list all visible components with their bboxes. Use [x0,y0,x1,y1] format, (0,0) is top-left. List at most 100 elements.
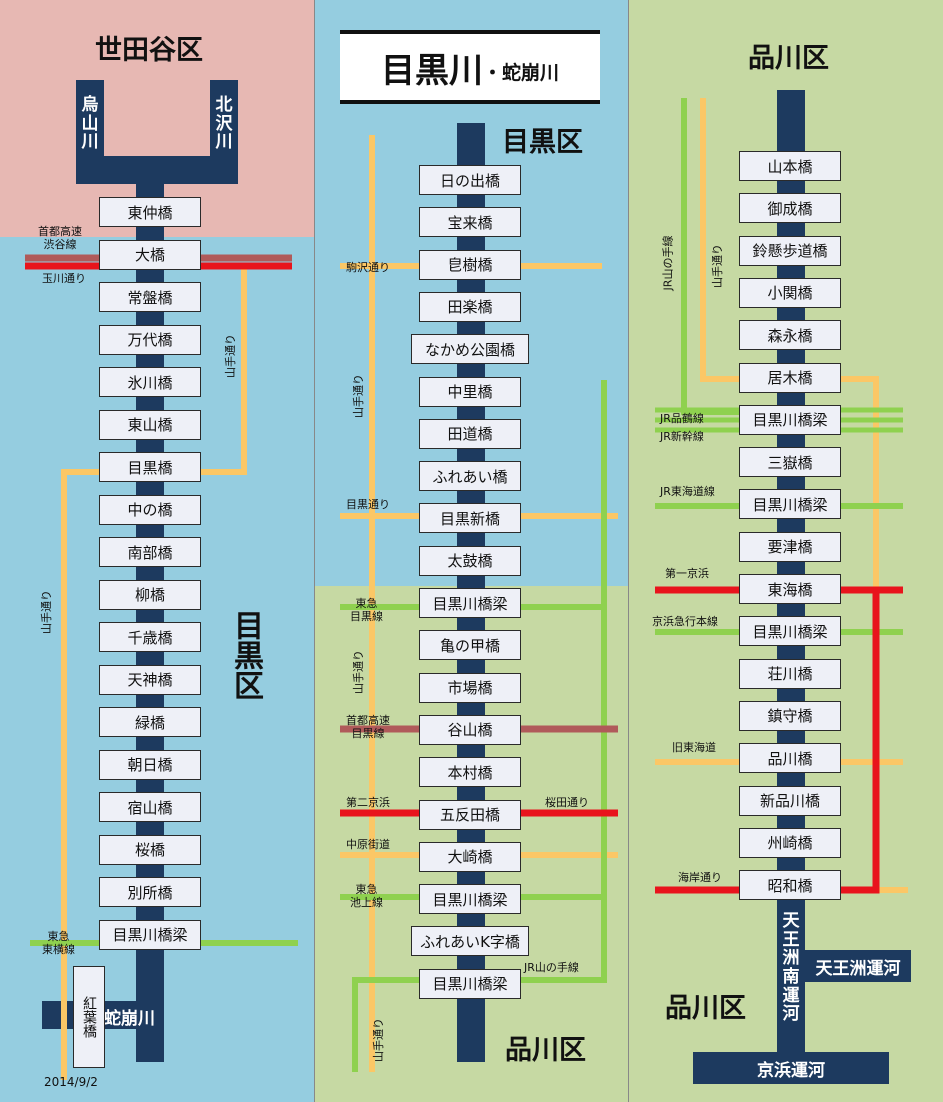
column-divider-1 [314,0,315,1102]
title-main: 目黒川 [380,50,483,91]
bridge-center-7: ふれあい橋 [419,461,521,492]
komazawa-road-label: 駒沢通り [346,261,390,274]
bridge-center-4: なかめ公園橋 [411,334,529,365]
bridge-center-12: 市場橋 [419,672,521,703]
meguro-line-label: 東急目黒線 [350,597,383,623]
jr-yamanote-right-label: JR山の手線 [661,235,675,291]
bridge-center-5: 中里橋 [419,376,521,407]
bridge-center-9: 太鼓橋 [419,545,521,576]
kaigan-road-line [655,590,880,894]
jakuzure-river-label: 蛇崩川 [104,1009,155,1029]
bridge-center-11: 亀の甲橋 [419,630,521,661]
kaigan-road-label: 海岸通り [678,871,722,884]
shuto-shibuya-label: 首都高速渋谷線 [38,225,82,251]
bridge-left-15: 桜橋 [99,834,201,865]
nakahara-road-label: 中原街道 [346,838,390,851]
momiji-bridge-label: 紅葉橋 [81,996,97,1038]
bridge-left-9: 柳橋 [99,579,201,610]
meguro-ward-label-center: 目黒区 [502,127,583,158]
tamagawa-road-label: 玉川通り [42,272,86,285]
bridge-right-1: 御成橋 [739,193,841,224]
bridge-left-8: 南部橋 [99,537,201,567]
title-box: 目黒川 ・蛇崩川 [340,30,600,104]
kyu-tokaido-label: 旧東海道 [672,741,716,754]
yamate-road-center-mid-label: 山手通り [352,650,365,694]
meguro-dori-label: 目黒通り [346,498,390,511]
daiichi-keihin-label: 第一京浜 [665,567,709,580]
bridge-center-2: 皀樹橋 [419,249,521,280]
bridge-center-19: 目黒川橋梁 [419,968,521,999]
jr-hinkaku-label: JR品鶴線 [660,412,704,425]
column-divider-2 [628,0,629,1102]
bridge-left-1: 大橋 [99,239,201,270]
bridge-center-18: ふれあいK字橋 [411,926,529,957]
bridge-left-12: 緑橋 [99,707,201,737]
bridge-center-13: 谷山橋 [419,714,521,745]
jr-shinkansen-label: JR新幹線 [660,430,704,443]
meguro-expressway-label: 首都高速目黒線 [346,714,390,740]
bridge-center-16: 大崎橋 [419,841,521,872]
bridge-left-5: 東山橋 [99,409,201,440]
ikegami-line-label: 東急池上線 [350,883,383,909]
bridge-left-14: 宿山橋 [99,792,201,822]
keihin-canal: 京浜運河 [693,1052,889,1084]
bridge-right-14: 品川橋 [739,743,841,774]
bridge-left-3: 万代橋 [99,324,201,355]
bridge-right-16: 州崎橋 [739,827,841,858]
bridge-right-6: 目黒川橋梁 [739,404,841,435]
karasuyama-river-label: 烏山川 [81,95,99,153]
bridge-right-13: 鎮守橋 [739,700,841,731]
bridge-center-8: 目黒新橋 [419,503,521,534]
bridge-left-7: 中の橋 [99,494,201,525]
setagaya-ward-label: 世田谷区 [95,35,203,66]
keikyu-label: 京浜急行本線 [652,615,718,628]
sakurada-road-label: 桜田通り [545,796,589,809]
bridge-left-6: 目黒橋 [99,452,201,482]
yamate-road-center-lower-label: 山手通り [372,1018,385,1062]
yamate-road-left-lower-label: 山手通り [40,590,53,634]
yamate-road-left-upper-label: 山手通り [224,334,237,378]
jr-yamanote-center-label: JR山の手線 [524,961,579,974]
kitazawa-river-line [150,80,238,184]
bridge-left-2: 常盤橋 [99,282,201,312]
bridge-center-3: 田楽橋 [419,291,521,322]
bridge-center-15: 五反田橋 [419,799,521,830]
bridge-right-8: 目黒川橋梁 [739,489,841,520]
yamate-road-center-upper-label: 山手通り [352,374,365,418]
bridge-left-17: 目黒川橋梁 [99,919,201,950]
bridge-center-1: 宝来橋 [419,207,521,238]
toyoko-line-label: 東急東横線 [42,930,75,956]
yamate-road-right-line [700,98,908,893]
bridge-left-13: 朝日橋 [99,749,201,780]
bridge-left-16: 別所橋 [99,877,201,907]
bridge-right-4: 森永橋 [739,320,841,351]
bridge-left-10: 千歳橋 [99,622,201,652]
bridge-right-2: 鈴懸歩道橋 [739,235,841,266]
bridge-center-0: 日の出橋 [419,165,521,195]
bridge-left-4: 氷川橋 [99,367,201,397]
shinagawa-ward-label-center: 品川区 [505,1035,586,1066]
bridge-left-0: 東仲橋 [99,197,201,227]
bridge-right-15: 新品川橋 [739,785,841,816]
bridge-right-7: 三嶽橋 [739,447,841,478]
jr-tokaido-label: JR東海道線 [660,485,715,498]
bridge-center-17: 目黒川橋梁 [419,884,521,915]
bridge-center-14: 本村橋 [419,757,521,788]
bridge-right-17: 昭和橋 [739,870,841,901]
bridge-right-10: 東海橋 [739,574,841,604]
tennozu-canal: 天王洲運河 [805,950,911,982]
title-sub: ・蛇崩川 [482,61,559,84]
bridge-left-11: 天神橋 [99,664,201,695]
meguro-ward-label-left: 目黒区 [228,610,263,700]
tennozu-minami-canal-label: 天王洲南運河 [782,911,800,1025]
momiji-bridge: 紅葉橋 [73,966,105,1068]
bridge-right-3: 小関橋 [739,277,841,308]
yamate-road-right-label: 山手通り [711,244,724,288]
daini-keihin-label: 第二京浜 [346,796,390,809]
bridge-center-6: 田道橋 [419,418,521,449]
shinagawa-ward-label-right-bottom: 品川区 [665,993,746,1024]
bridge-right-9: 要津橋 [739,531,841,562]
shinagawa-ward-label-right-top: 品川区 [748,43,829,74]
date-label: 2014/9/2 [44,1075,98,1089]
bridge-right-11: 目黒川橋梁 [739,616,841,647]
